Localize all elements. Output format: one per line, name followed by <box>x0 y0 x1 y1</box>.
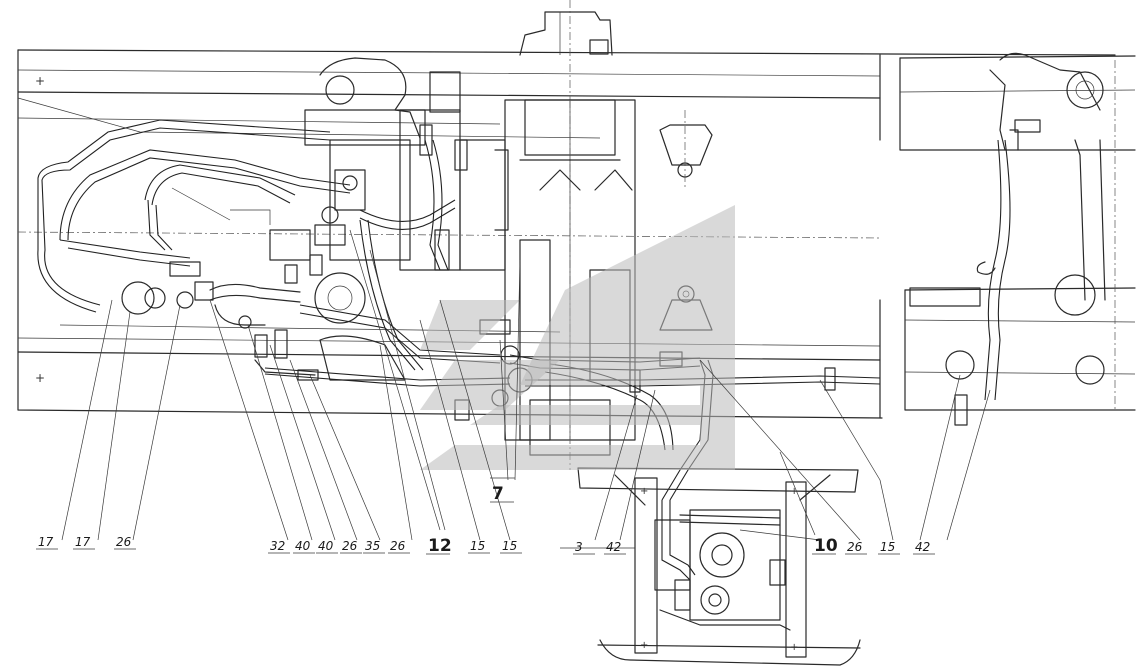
callout-35: 35 <box>365 539 380 553</box>
callout-26: 26 <box>116 535 132 549</box>
callout-32: 32 <box>270 539 285 553</box>
callout-15: 15 <box>880 540 895 554</box>
svg-text:+: + <box>35 371 45 385</box>
callout-26: 26 <box>342 539 358 553</box>
callout-42: 42 <box>606 540 621 554</box>
right-detail-view <box>899 52 1136 426</box>
callout-12: 12 <box>428 536 452 556</box>
leader-lines <box>61 229 991 549</box>
top-mount-bracket <box>519 0 613 100</box>
lower-reservoir: + + + + <box>577 467 861 666</box>
callout-17: 17 <box>38 535 54 549</box>
frame-rails: + + <box>17 49 1116 419</box>
hose-bundle-left <box>37 119 351 313</box>
svg-text:+: + <box>35 74 45 88</box>
callout-42: 42 <box>915 540 930 554</box>
callout-15: 15 <box>470 539 485 553</box>
callout-40: 40 <box>318 539 334 553</box>
left-fittings <box>121 169 366 381</box>
pump-assembly <box>304 57 461 381</box>
callout-26: 26 <box>847 540 863 554</box>
callout-26: 26 <box>390 539 406 553</box>
svg-text:+: + <box>640 486 648 497</box>
callout-17: 17 <box>75 535 91 549</box>
callout-15: 15 <box>502 539 517 553</box>
watermark-logo-icon <box>420 205 735 470</box>
callout-labels: 17 17 26 32 40 40 26 35 26 12 15 15 7 3 42 10 26 15 42 <box>36 484 935 556</box>
callout-7: 7 <box>492 484 504 504</box>
callout-10: 10 <box>814 536 838 556</box>
callout-40: 40 <box>295 539 311 553</box>
callout-3: 3 <box>575 540 583 554</box>
svg-text:+: + <box>790 486 798 497</box>
